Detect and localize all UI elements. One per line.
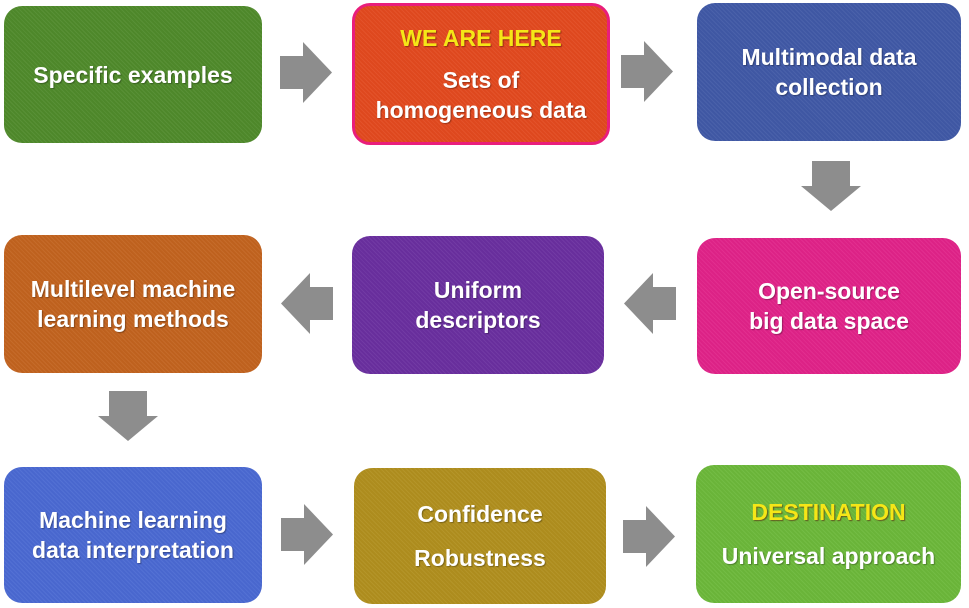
node-label-line: descriptors <box>415 307 541 333</box>
node-machine-learning-data-interpretation: Machine learning data interpretation <box>4 467 262 603</box>
node-multimodal-data-collection: Multimodal data collection <box>697 3 961 141</box>
node-uniform-descriptors: Uniform descriptors <box>352 236 604 374</box>
arrow-down-icon <box>801 161 861 211</box>
node-label-line: collection <box>775 74 883 100</box>
node-destination: DESTINATION Universal approach <box>696 465 961 603</box>
node-label-line: DESTINATION <box>751 499 906 525</box>
node-label-line: Specific examples <box>33 61 233 88</box>
node-label-line: Robustness <box>414 545 546 571</box>
arrow-left-icon <box>624 273 676 334</box>
node-specific-examples: Specific examples <box>4 6 262 143</box>
node-label-line: learning methods <box>37 306 229 332</box>
arrow-right-icon <box>280 42 332 103</box>
node-label-line: Uniform <box>433 277 523 303</box>
arrow-left-icon <box>281 273 333 334</box>
node-open-source-big-data-space: Open-source big data space <box>697 238 961 374</box>
node-label-line: Machine learning <box>39 507 227 533</box>
arrow-down-icon <box>98 391 158 441</box>
node-label-line: Multilevel machine <box>30 276 236 302</box>
node-multilevel-machine-learning-methods: Multilevel machine learning methods <box>4 235 262 373</box>
node-we-are-here: WE ARE HERE Sets of homogeneous data <box>352 3 610 145</box>
node-label-line: Open-source <box>758 278 900 304</box>
node-label-line: data interpretation <box>32 537 234 563</box>
node-confidence-robustness: Confidence Robustness <box>354 468 606 604</box>
arrow-right-icon <box>281 504 333 565</box>
node-label-line: WE ARE HERE <box>400 25 562 51</box>
arrow-right-icon <box>621 41 673 102</box>
node-label-line: homogeneous data <box>375 97 587 123</box>
node-label-line: Universal approach <box>721 543 936 569</box>
node-label-line: Sets of <box>442 67 520 93</box>
arrow-right-icon <box>623 506 675 567</box>
node-label-line: big data space <box>749 308 909 334</box>
node-label-line: Multimodal data <box>741 44 917 70</box>
node-label-line: Confidence <box>417 501 543 527</box>
